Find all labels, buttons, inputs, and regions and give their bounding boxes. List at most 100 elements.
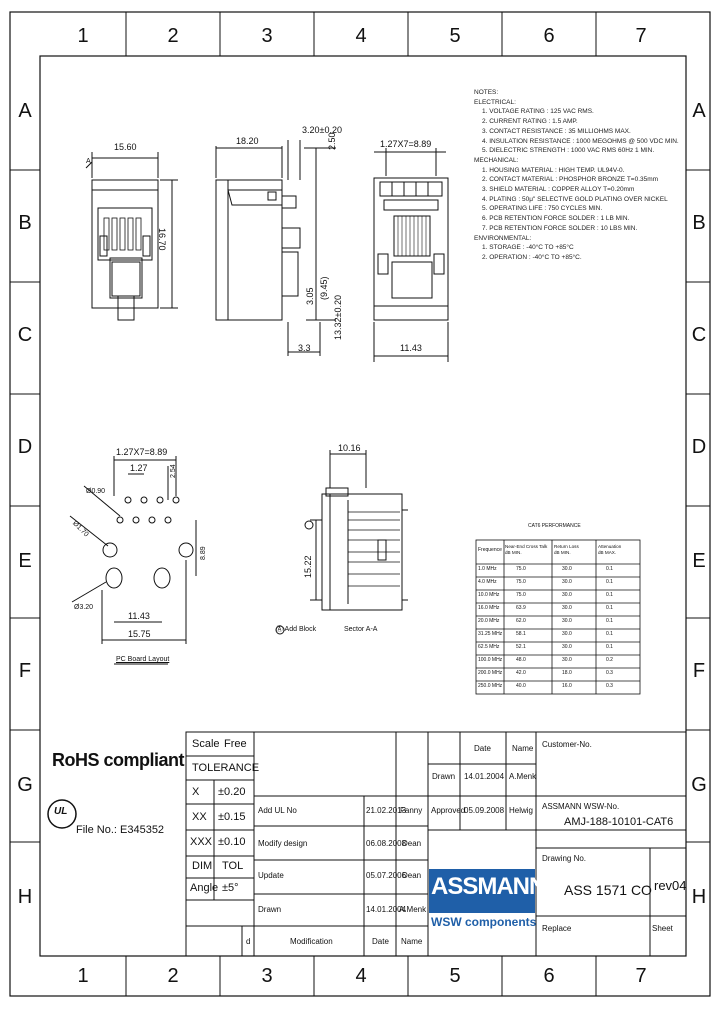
part-number: AMJ-188-10101-CAT6 — [564, 816, 674, 828]
perf-cell: 75.0 — [516, 592, 526, 598]
zone-col-5-bottom: 5 — [449, 965, 461, 987]
notes-line: 2. CURRENT RATING : 1.5 AMP. — [482, 118, 578, 126]
ul-mark-icon — [47, 799, 77, 829]
perf-cell: 30.0 — [562, 618, 572, 624]
dim-side-depth: 18.20 — [236, 136, 259, 146]
perf-cell: 30.0 — [562, 644, 572, 650]
back-view — [373, 148, 449, 362]
logo-text-bottom: WSW components — [431, 915, 537, 929]
outer-frame — [9, 11, 711, 997]
zone-row-g: G — [17, 774, 33, 796]
approved-label: Approved — [431, 806, 466, 815]
perf-cell: 40.0 — [516, 683, 526, 689]
perf-cell: 30.0 — [562, 592, 572, 598]
sheet-label: Sheet — [652, 924, 673, 933]
rohs-label: RoHS compliant — [52, 750, 185, 770]
notes-line: 4. PLATING : 50μ" SELECTIVE GOLD PLATING… — [482, 195, 668, 203]
zone-row-a-right: A — [692, 100, 706, 122]
zone-col-7-bottom: 7 — [635, 965, 647, 987]
zone-col-1: 1 — [77, 25, 89, 47]
perf-header-rl: Return Loss dB MIN. — [554, 544, 579, 555]
perf-cell: 30.0 — [562, 657, 572, 663]
perf-cell: 0.3 — [606, 683, 613, 689]
perf-cell: 1.0 MHz — [478, 566, 497, 572]
perf-cell: 75.0 — [516, 579, 526, 585]
rev-name-3: Dean — [402, 871, 422, 880]
zone-col-6: 6 — [543, 25, 555, 47]
side-view — [215, 140, 336, 356]
dim-sec-side: 15.22 — [303, 555, 313, 578]
file-no: File No.: E345352 — [76, 824, 165, 836]
notes-line: 1. VOLTAGE RATING : 125 VAC RMS. — [482, 108, 594, 116]
perf-cell: 0.1 — [606, 644, 613, 650]
zone-row-g-right: G — [691, 774, 707, 796]
perf-cell: 16.0 — [562, 683, 572, 689]
notes-line: 1. STORAGE : -40°C TO +85°C — [482, 244, 574, 252]
replace-label: Replace — [542, 924, 572, 933]
dim-side-h1: 2.50 — [327, 132, 337, 150]
zone-col-4-bottom: 4 — [355, 965, 367, 987]
perf-cell: 52.1 — [516, 644, 526, 650]
notes-line: 5. OPERATING LIFE : 750 CYCLES MIN. — [482, 205, 603, 213]
dim-side-h3: (9.45) — [319, 276, 329, 300]
col-modification: Modification — [290, 937, 333, 946]
perf-cell: 0.3 — [606, 670, 613, 676]
approved-date: 05.09.2008 — [464, 806, 505, 815]
perf-header-next: Near-End Cross Talk dB MIN. — [505, 544, 548, 555]
notes-line: 6. PCB RETENTION FORCE SOLDER : 1 LB MIN… — [482, 215, 630, 223]
zone-row-c: C — [17, 324, 33, 346]
title-block-grid — [185, 731, 687, 957]
notes-line: 5. DIELECTRIC STRENGTH : 1000 VAC RMS 60… — [482, 147, 655, 155]
perf-cell: 250.0 MHz — [478, 683, 503, 689]
zone-col-5: 5 — [449, 25, 461, 47]
dim-side-tab: 3.20±0.20 — [302, 125, 342, 135]
dim-side-h2: 3.05 — [305, 287, 315, 305]
approved-name: Helwig — [509, 806, 534, 815]
drawing-number: ASS 1571 CO — [564, 882, 652, 898]
sec-caption-sector: Sector A-A — [344, 626, 378, 633]
tol-val-xx: ±0.15 — [218, 811, 246, 823]
perf-cell: 18.0 — [562, 670, 572, 676]
rev-name-2: Dean — [402, 839, 422, 848]
notes-line: 1. HOUSING MATERIAL : HIGH TEMP. UL94V-0… — [482, 166, 625, 174]
zone-col-1-bottom: 1 — [77, 965, 89, 987]
zone-row-e-right: E — [692, 550, 706, 572]
notes-line: 2. OPERATION : -40°C TO +85°C. — [482, 253, 582, 261]
date-header: Date — [474, 744, 491, 753]
sec-caption-add-block: Ⓐ Add Block — [276, 626, 317, 633]
perf-cell: 30.0 — [562, 566, 572, 572]
perf-cell: 0.1 — [606, 631, 613, 637]
dim-sec-top: 10.16 — [338, 443, 361, 453]
zone-row-d: D — [17, 436, 33, 458]
drawn-date: 14.01.2004 — [464, 772, 505, 781]
perf-cell: 0.1 — [606, 618, 613, 624]
notes-line: 4. INSULATION RESISTANCE : 1000 MEGOHMS … — [482, 137, 679, 145]
assmann-no-label: ASSMANN WSW-No. — [542, 802, 620, 811]
dim-pcb-height: 8.89 — [200, 546, 207, 560]
dim-pcb-pitch: 1.27X7=8.89 — [116, 447, 168, 457]
name-header: Name — [512, 744, 534, 753]
perf-cell: 0.1 — [606, 579, 613, 585]
rev-mod-2: Modify design — [258, 839, 308, 848]
perf-cell: 30.0 — [562, 579, 572, 585]
zone-col-2-bottom: 2 — [167, 965, 179, 987]
section-view — [275, 450, 408, 635]
perf-header-freq: Frequence — [478, 547, 502, 553]
customer-no-label: Customer-No. — [542, 740, 592, 749]
rev-name-4: A.Menk — [399, 905, 427, 914]
perf-cell: 62.5 MHz — [478, 644, 500, 650]
drawn-label: Drawn — [432, 772, 456, 781]
rev-mod-1: Add UL No — [258, 806, 297, 815]
notes-line: NOTES: — [474, 89, 499, 96]
zone-row-a: A — [18, 100, 32, 122]
perf-cell: 31.25 MHz — [478, 631, 503, 637]
front-view — [85, 152, 178, 321]
pcb-layout — [69, 456, 197, 665]
perf-cell: 4.0 MHz — [478, 579, 497, 585]
perf-cell: 0.1 — [606, 592, 613, 598]
zone-col-7: 7 — [635, 25, 647, 47]
tol-val-xxx: ±0.10 — [218, 836, 246, 848]
zone-col-3: 3 — [261, 25, 273, 47]
notes-line: 7. PCB RETENTION FORCE SOLDER : 10 LBS M… — [482, 224, 638, 232]
notes-line: MECHANICAL: — [474, 156, 519, 164]
